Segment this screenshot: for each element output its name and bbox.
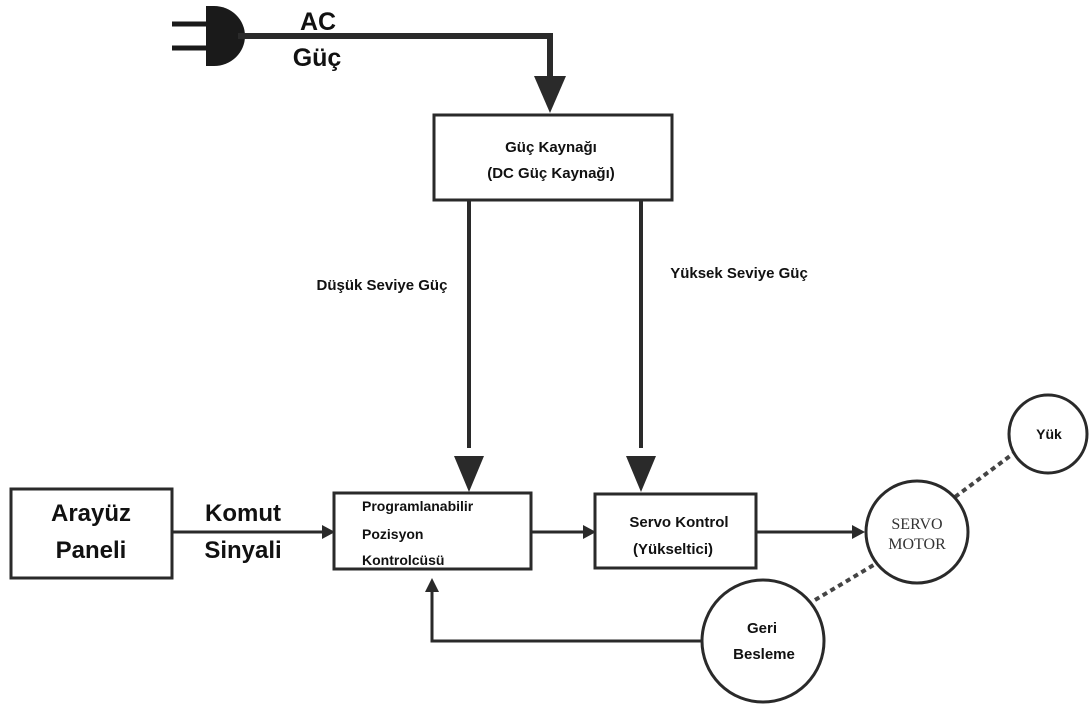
servo-motor-line2: MOTOR [888, 536, 946, 553]
ac-power-line [238, 33, 553, 98]
interface-panel-box [9, 487, 174, 580]
command-signal-arrowhead [322, 525, 335, 539]
position-controller-line3: Kontrolcüsü [362, 552, 444, 568]
servo-motor-line1: SERVO [891, 516, 942, 533]
feedback-arrowhead [425, 578, 439, 592]
servo-motor-circle [864, 479, 970, 585]
load-circle [1007, 393, 1089, 475]
feedback-line1: Geri [747, 620, 777, 637]
plug-icon [172, 6, 245, 66]
feedback-line [430, 588, 702, 643]
power-label: Güç [293, 44, 342, 72]
power-supply-subtitle: (DC Güç Kaynağı) [487, 165, 615, 182]
power-supply-box [432, 113, 674, 202]
low-power-label: Düşük Seviye Güç [317, 277, 448, 294]
power-supply-title: Güç Kaynağı [505, 139, 597, 156]
interface-panel-line1: Arayüz [51, 500, 131, 527]
motor-to-load-link [953, 451, 1016, 499]
servo-control-line1: Servo Kontrol [629, 514, 728, 531]
high-power-label: Yüksek Seviye Güç [670, 265, 808, 282]
feedback-line2: Besleme [733, 646, 795, 663]
servo-control-line2: (Yükseltici) [633, 541, 713, 558]
high-power-arrowhead [626, 456, 656, 492]
position-controller-line2: Pozisyon [362, 526, 423, 542]
position-controller-line1: Programlanabilir [362, 498, 474, 514]
command-signal-line1: Komut [205, 500, 281, 527]
amplifier-to-motor-arrowhead [852, 525, 865, 539]
controller-to-amplifier-arrowhead [583, 525, 596, 539]
low-power-arrowhead [454, 456, 484, 492]
feedback-circle [700, 578, 826, 704]
command-signal-line2: Sinyali [204, 537, 281, 564]
ac-power-arrowhead [534, 76, 566, 113]
load-label: Yük [1036, 426, 1062, 442]
motor-to-feedback-link [813, 558, 884, 602]
ac-label: AC [300, 8, 336, 36]
interface-panel-line2: Paneli [56, 537, 127, 564]
